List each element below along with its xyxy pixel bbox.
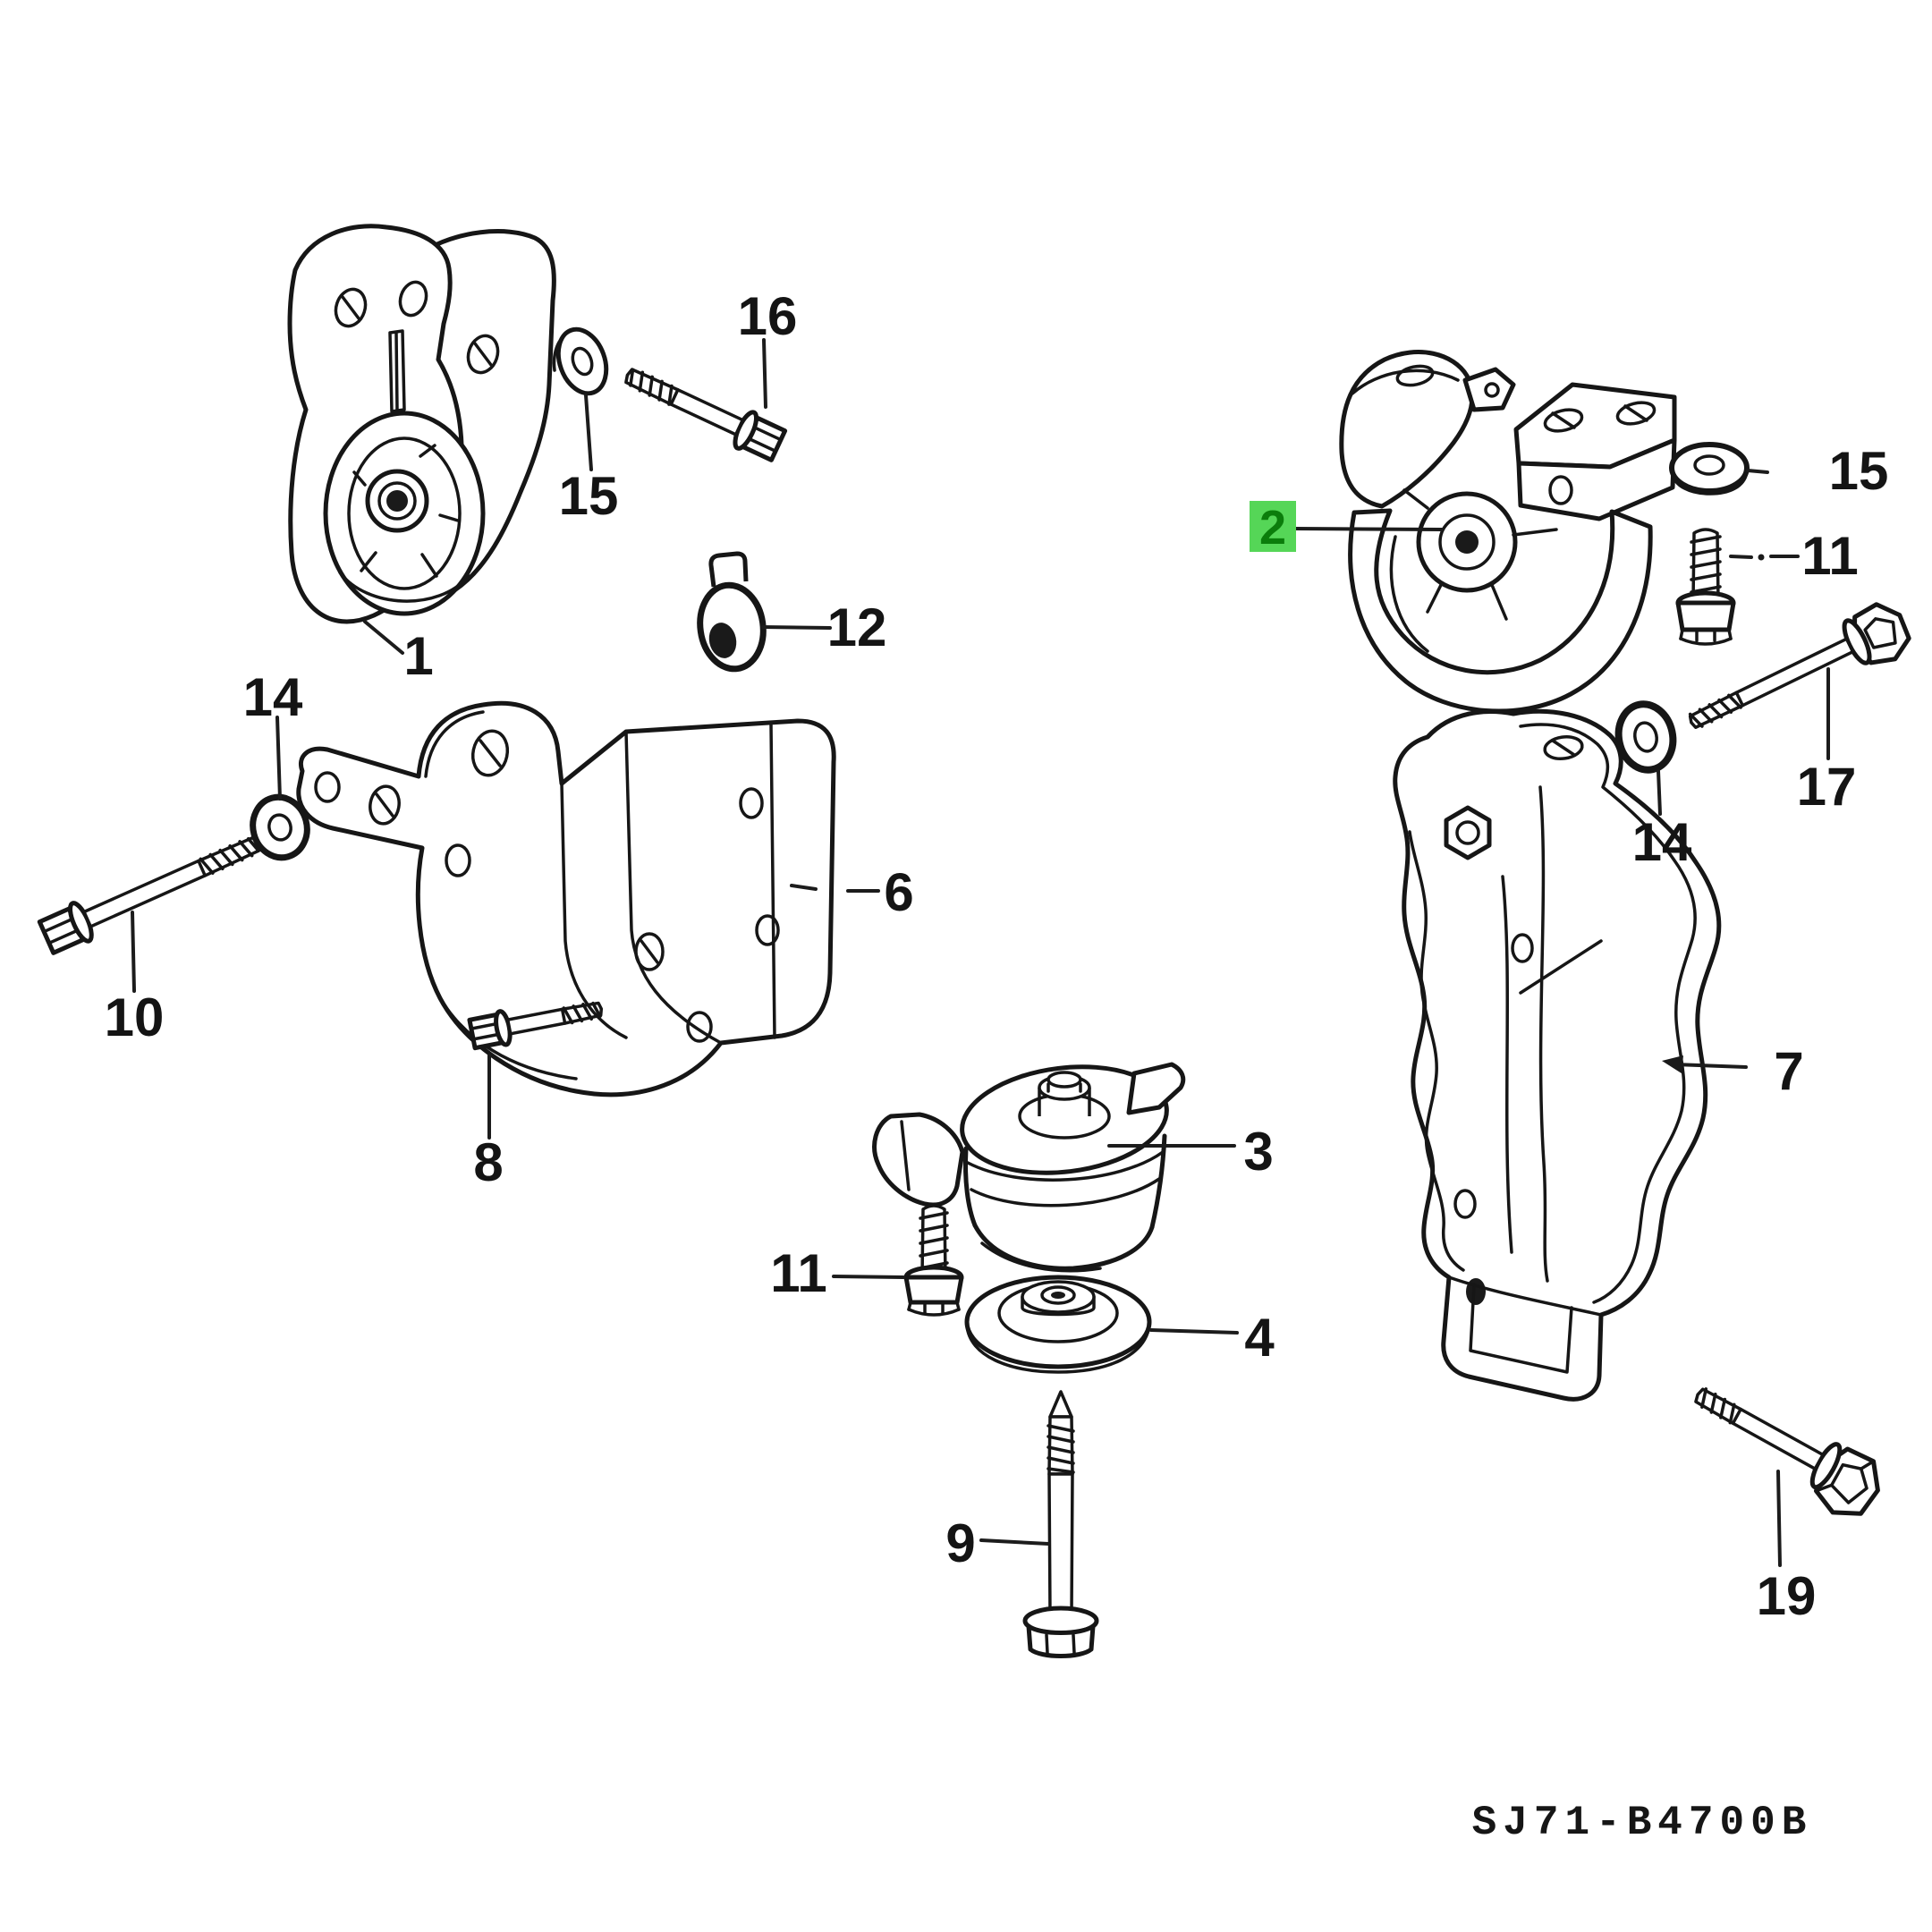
callout-9[interactable]: 9 [945,1513,975,1573]
leader-11-right-dash-dot [1729,554,1800,561]
callout-15-left[interactable]: 15 [559,466,619,526]
part-4-mount-cushion [964,1275,1152,1374]
bolt-17 [1688,602,1911,730]
callout-19[interactable]: 19 [1757,1566,1817,1626]
part-code-text: SJ71-B4700B [1472,1800,1813,1846]
callout-12[interactable]: 12 [827,597,887,657]
callout-4[interactable]: 4 [1244,1308,1275,1368]
bolt-16 [624,368,788,462]
washer-14-left [250,793,310,861]
callout-10[interactable]: 10 [105,987,165,1047]
callout-8[interactable]: 8 [473,1132,503,1192]
callout-1[interactable]: 1 [403,626,433,686]
callout-14-left[interactable]: 14 [243,667,303,727]
callout-7[interactable]: 7 [1774,1041,1803,1101]
part-3-transmission-mount [872,1062,1186,1273]
bolt-11-right [1675,528,1736,646]
callout-14-right[interactable]: 14 [1632,812,1692,872]
callout-2-highlight[interactable] [1250,501,1296,552]
bolt-10 [37,835,260,955]
washer-15-left [552,326,609,396]
screw-9 [1022,1390,1099,1658]
callout-17[interactable]: 17 [1797,757,1857,817]
callout-3[interactable]: 3 [1243,1122,1273,1182]
callout-6[interactable]: 6 [884,862,913,922]
part-7-transmission-bracket [1393,708,1722,1402]
bolt-19 [1694,1387,1880,1516]
washer-14-right [1614,700,1677,774]
callout-11-right[interactable]: 11 [1801,526,1858,586]
bolt-11-center [903,1204,964,1317]
clip-12 [697,551,767,673]
washer-15-right [1669,442,1750,496]
callout-15-right[interactable]: 15 [1829,441,1889,501]
part-6-engine-bracket [296,700,836,1097]
callout-11-left[interactable]: 11 [770,1243,826,1303]
callout-2[interactable]: 2 [1259,501,1286,555]
leader-lines [131,338,1830,1567]
part-2-engine-mount [1339,350,1677,714]
part-1-engine-mount [287,224,556,624]
bolt-8 [467,1001,604,1051]
callout-16[interactable]: 16 [738,286,798,346]
